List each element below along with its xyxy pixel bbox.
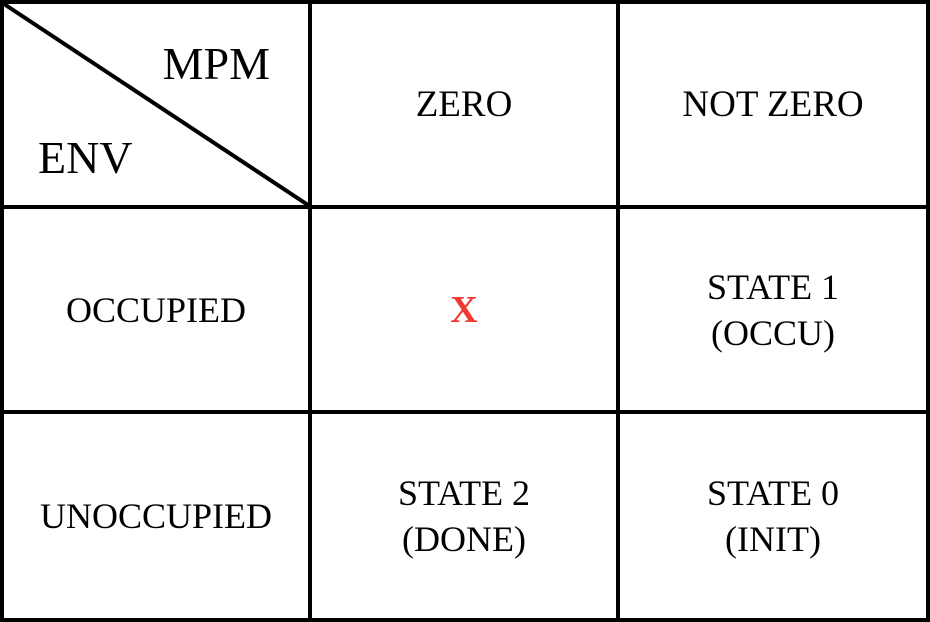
state-code: (DONE) [402,519,526,559]
column-header-zero: ZERO [312,4,620,209]
state-code: (INIT) [725,519,821,559]
invalid-state-mark: X [450,288,478,331]
state-name: STATE 2 [397,473,531,513]
table-corner-header: MPM ENV [4,4,312,209]
cell-unoccupied-not-zero: STATE 0 (INIT) [620,414,926,618]
state-code: (OCCU) [711,312,835,353]
state-label: STATE 0 (INIT) [707,470,839,562]
corner-diagonal-divider [4,4,308,205]
state-name: STATE 1 [706,266,840,307]
state-label: STATE 2 (DONE) [398,470,530,562]
row-header-occupied: OCCUPIED [4,209,312,414]
state-name: STATE 0 [706,473,840,513]
column-axis-label: MPM [162,38,270,89]
row-axis-label: ENV [38,132,133,183]
column-header-not-zero: NOT ZERO [620,4,926,209]
row-header-unoccupied: UNOCCUPIED [4,414,312,618]
cell-occupied-zero: X [312,209,620,414]
cell-occupied-not-zero: STATE 1 (OCCU) [620,209,926,414]
state-label: STATE 1 (OCCU) [707,264,839,356]
cell-unoccupied-zero: STATE 2 (DONE) [312,414,620,618]
